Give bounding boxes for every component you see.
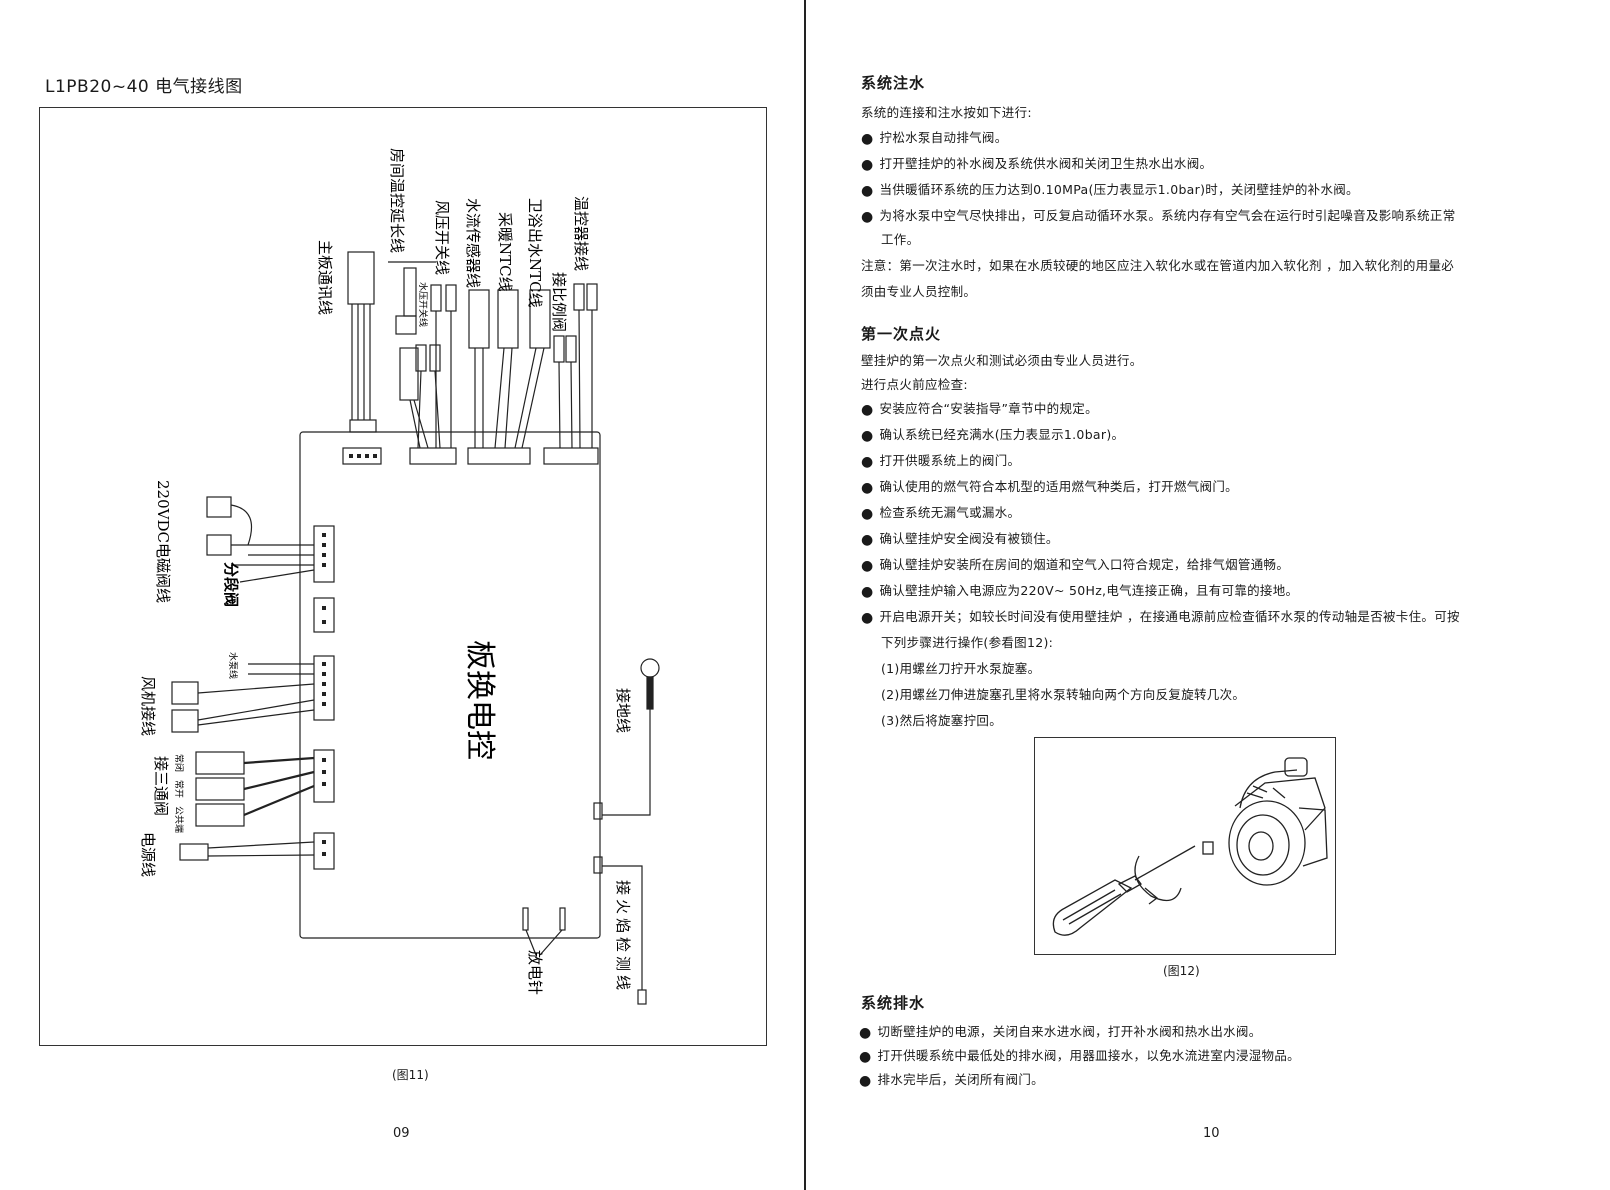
diagram-title: L1PB20~40 电气接线图 bbox=[45, 77, 243, 97]
bullet-item: 打开供暖系统上的阀门。 bbox=[861, 450, 1021, 469]
figure-11-caption: (图11) bbox=[392, 1068, 429, 1082]
label-three-way-valve: 接三通阀 bbox=[152, 756, 170, 816]
wiring-diagram: 板换电控 房间温控延长线 主板通讯线 风压开关线 水压开关线 水流传感器线 采暖… bbox=[139, 148, 660, 1005]
label-fan: 风机接线 bbox=[139, 676, 157, 736]
bullet-item: 开启电源开关；如较长时间没有使用壁挂炉 ，在接通电源前应检查循环水泵的传动轴是否… bbox=[861, 606, 1460, 625]
label-water-flow: 水流传感器线 bbox=[464, 198, 482, 288]
section-title-first-ignition: 第一次点火 bbox=[861, 325, 942, 343]
note-line: 注意：第一次注水时，如果在水质较硬的地区应注入软化水或在管道内加入软化剂 ，加入… bbox=[861, 258, 1455, 273]
bullet-item: 确认壁挂炉安全阀没有被锁住。 bbox=[861, 528, 1059, 547]
bullet-item: 检查系统无漏气或漏水。 bbox=[861, 502, 1021, 521]
label-main-comm: 主板通讯线 bbox=[316, 240, 334, 315]
step-line: (1)用螺丝刀拧开水泵旋塞。 bbox=[881, 661, 1041, 676]
text-line: 系统的连接和注水按如下进行: bbox=[861, 105, 1032, 120]
bullet-item: 确认壁挂炉输入电源应为220V~ 50Hz,电气连接正确，且有可靠的接地。 bbox=[861, 580, 1299, 599]
label-power: 电源线 bbox=[139, 832, 157, 877]
left-page: L1PB20~40 电气接线图 bbox=[0, 0, 804, 1190]
label-nc: 常闭 bbox=[173, 754, 185, 772]
bullet-item: 确认壁挂炉安装所在房间的烟道和空气入口符合规定，给排气烟管通畅。 bbox=[861, 554, 1289, 573]
bullet-item: 为将水泵中空气尽快排出，可反复启动循环水泵。系统内存有空气会在运行时引起噪音及影… bbox=[861, 205, 1456, 224]
step-line: (3)然后将旋塞拧回。 bbox=[881, 713, 1003, 728]
right-page: 系统注水 系统的连接和注水按如下进行: 拧松水泵自动排气阀。 打开壁挂炉的补水阀… bbox=[806, 0, 1610, 1190]
page-divider bbox=[804, 0, 806, 1190]
label-water-pressure: 水压开关线 bbox=[417, 282, 429, 327]
bullet-item: 确认系统已经充满水(压力表显示1.0bar)。 bbox=[861, 424, 1124, 443]
note-line: 须由专业人员控制。 bbox=[861, 284, 977, 299]
bullet-item: 打开供暖系统中最低处的排水阀，用器皿接水，以免水流进室内浸湿物品。 bbox=[859, 1045, 1300, 1064]
figure-12-caption: (图12) bbox=[1163, 964, 1200, 978]
section-title-drain: 系统排水 bbox=[861, 994, 926, 1012]
bullet-item: 打开壁挂炉的补水阀及系统供水阀和关闭卫生热水出水阀。 bbox=[861, 153, 1213, 172]
wiring-diagram-frame bbox=[39, 107, 767, 1046]
page-number-right: 10 bbox=[1203, 1126, 1220, 1141]
board-label: 板换电控 bbox=[462, 640, 497, 760]
label-wind-pressure: 风压开关线 bbox=[433, 200, 451, 275]
control-board bbox=[299, 431, 601, 939]
section-title-fill: 系统注水 bbox=[861, 74, 926, 92]
bullet-item: 拧松水泵自动排气阀。 bbox=[861, 127, 1008, 146]
text-line: 进行点火前应检查: bbox=[861, 377, 968, 392]
label-water-pump: 水泵线 bbox=[227, 652, 239, 679]
bullet-item: 切断壁挂炉的电源，关闭自来水进水阀，打开补水阀和热水出水阀。 bbox=[859, 1021, 1262, 1040]
label-com: 公共端 bbox=[173, 806, 185, 833]
label-thermostat: 温控器接线 bbox=[572, 196, 590, 271]
text-line: 下列步骤进行操作(参看图12): bbox=[881, 635, 1054, 650]
pump-screwdriver-illustration bbox=[1052, 757, 1328, 936]
label-proportional-valve: 接比例阀 bbox=[550, 272, 568, 332]
label-segment-valve: 分段阀 bbox=[222, 562, 240, 607]
pump-figure bbox=[1034, 737, 1336, 955]
text-line: 壁挂炉的第一次点火和测试必须由专业人员进行。 bbox=[861, 353, 1143, 368]
label-flame-detect: 接火焰检测线 bbox=[614, 880, 632, 994]
step-line: (2)用螺丝刀伸进旋塞孔里将水泵转轴向两个方向反复旋转几次。 bbox=[881, 687, 1246, 702]
bullet-item: 确认使用的燃气符合本机型的适用燃气种类后，打开燃气阀门。 bbox=[861, 476, 1238, 495]
text-line: 工作。 bbox=[881, 232, 920, 247]
label-solenoid: 220VDC电磁阀线 bbox=[154, 480, 172, 603]
label-ignition-needle: 放电针 bbox=[526, 950, 544, 995]
label-sanitary-ntc: 卫浴出水NTC线 bbox=[526, 198, 544, 308]
bullet-item: 安装应符合“安装指导”章节中的规定。 bbox=[861, 398, 1098, 417]
bullet-item: 当供暖循环系统的压力达到0.10MPa(压力表显示1.0bar)时，关闭壁挂炉的… bbox=[861, 179, 1359, 198]
label-room-thermostat-ext: 房间温控延长线 bbox=[388, 148, 406, 253]
label-no: 常开 bbox=[173, 780, 185, 798]
label-ground: 接地线 bbox=[614, 688, 632, 733]
bullet-item: 排水完毕后，关闭所有阀门。 bbox=[859, 1069, 1044, 1088]
page-number-left: 09 bbox=[393, 1126, 410, 1141]
label-heating-ntc: 采暖NTC线 bbox=[496, 212, 514, 292]
